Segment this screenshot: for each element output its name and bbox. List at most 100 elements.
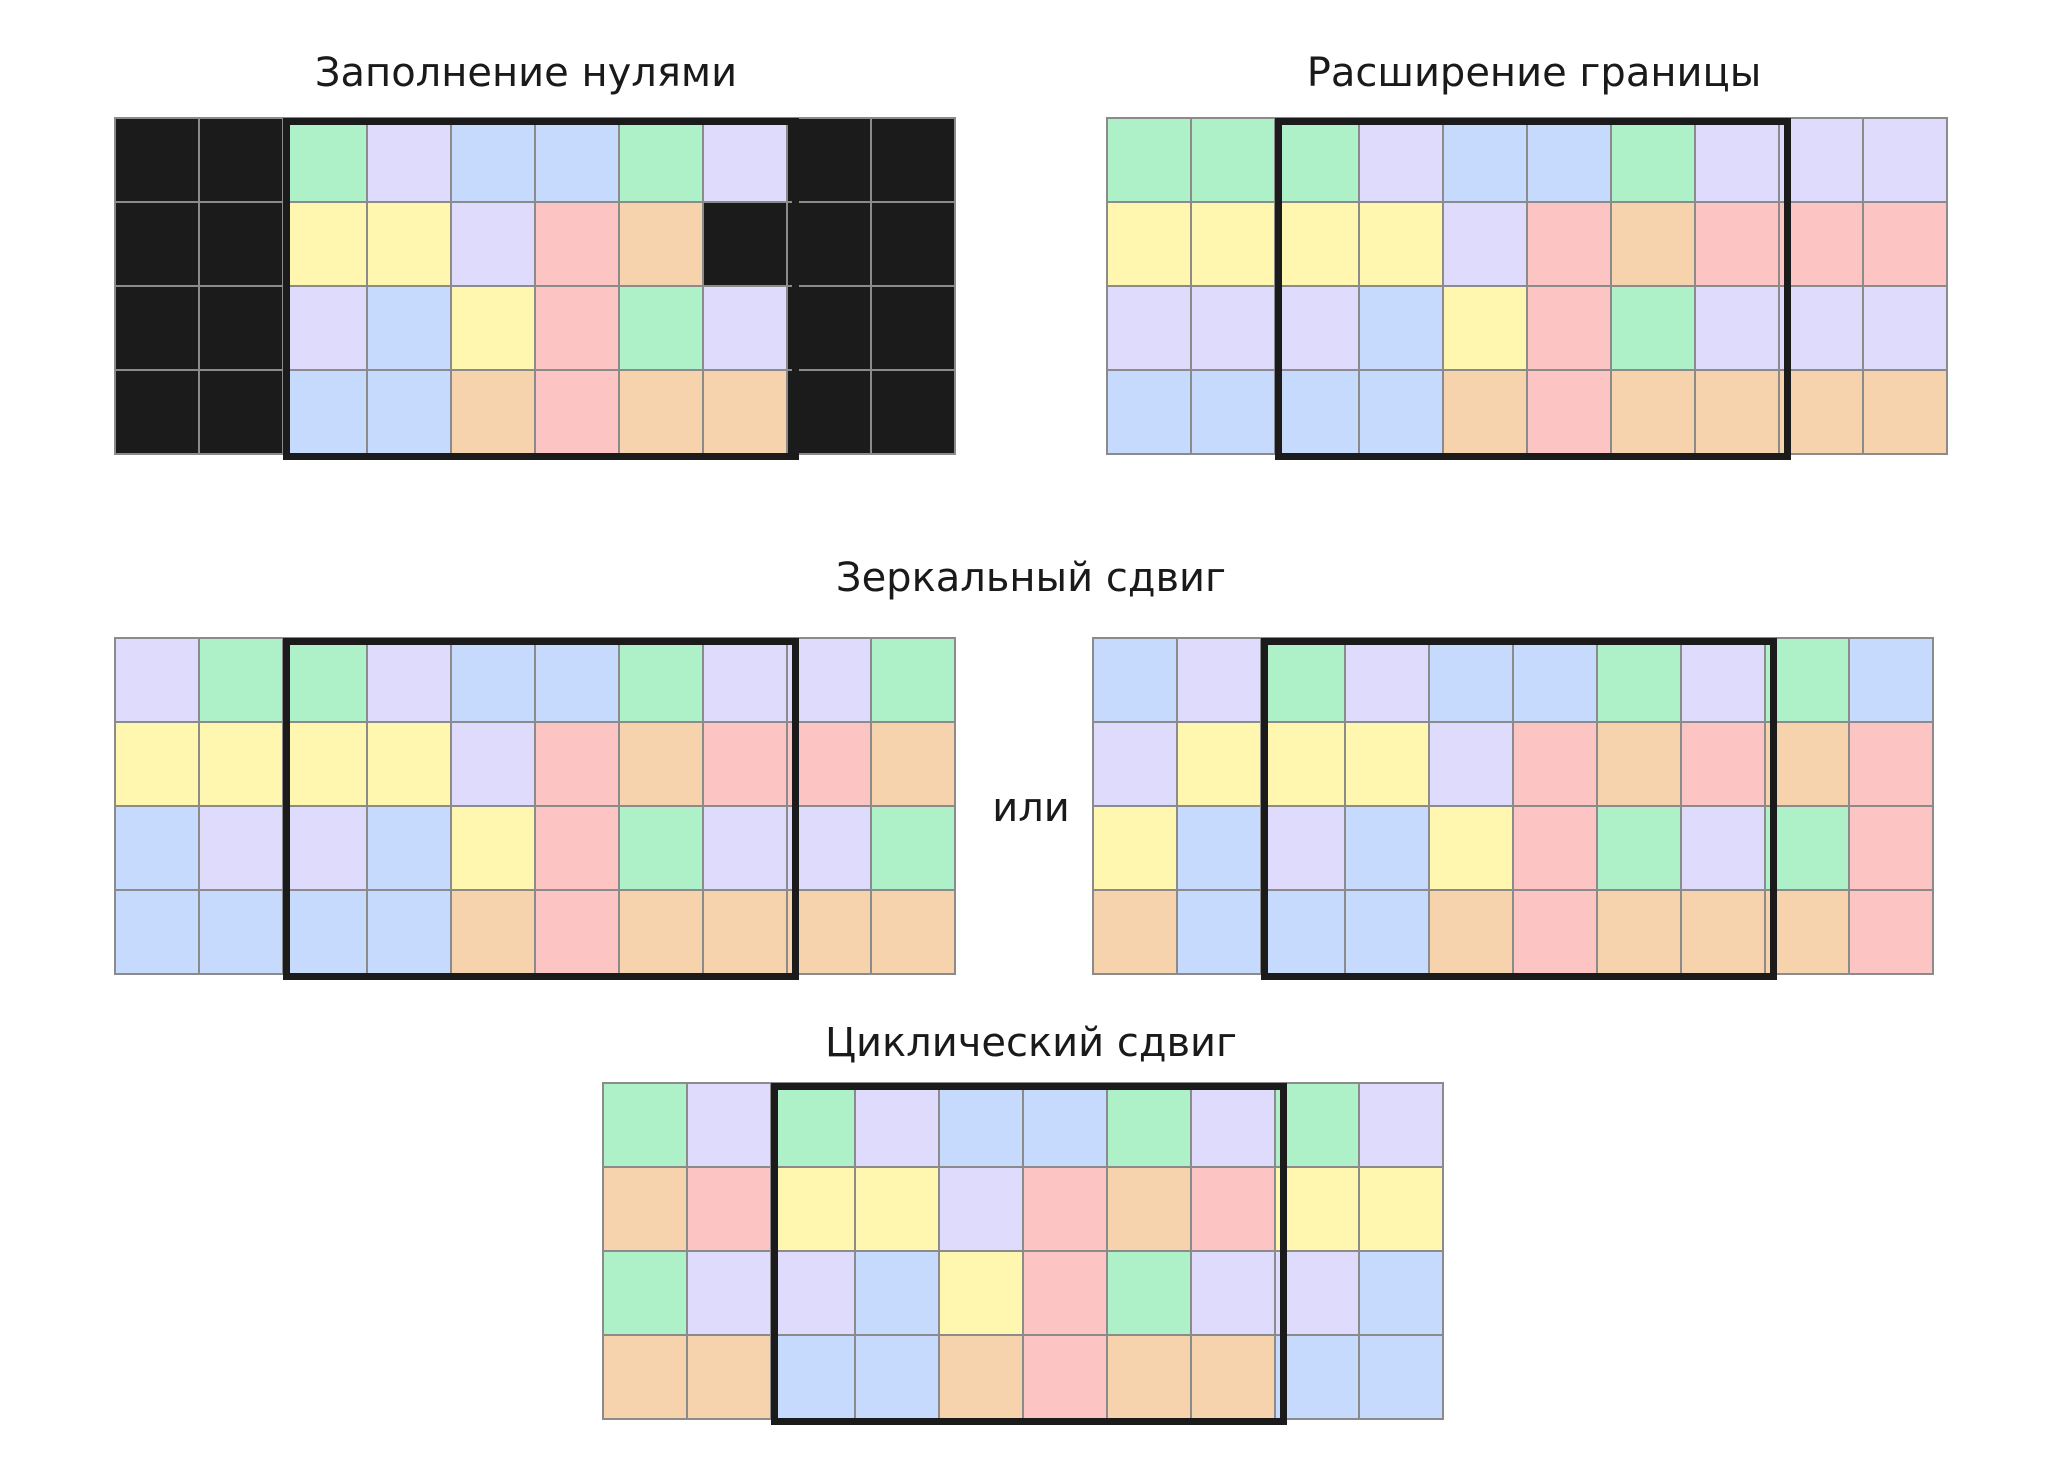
grid-cell xyxy=(1190,117,1276,203)
grid-cell xyxy=(534,637,620,723)
grid-cell xyxy=(770,1166,856,1252)
grid-cell xyxy=(198,369,284,455)
grid-cell xyxy=(114,889,200,975)
grid-cell xyxy=(366,201,452,287)
grid-cell xyxy=(602,1334,688,1420)
grid-cell xyxy=(1260,721,1346,807)
grid-cell xyxy=(702,805,788,891)
grid-cell xyxy=(1848,889,1934,975)
grid-cell xyxy=(198,889,284,975)
grid-cell xyxy=(786,805,872,891)
grid-cell xyxy=(1596,721,1682,807)
grid-cell xyxy=(282,721,368,807)
grid-cell xyxy=(1512,805,1598,891)
grid-cell xyxy=(1022,1082,1108,1168)
grid-cell xyxy=(366,117,452,203)
grid-cell xyxy=(1680,805,1766,891)
grid-cell xyxy=(198,201,284,287)
grid-cell xyxy=(1274,285,1360,371)
grid-cell xyxy=(1778,369,1864,455)
grid-cell xyxy=(786,117,872,203)
grid-cell xyxy=(1428,889,1514,975)
grid-cell xyxy=(282,285,368,371)
grid-cell xyxy=(450,117,536,203)
grid-cell xyxy=(450,805,536,891)
grid-cell xyxy=(282,117,368,203)
grid-cell xyxy=(450,721,536,807)
grid-cell xyxy=(1190,1250,1276,1336)
grid-cell xyxy=(1764,805,1850,891)
grid-cell xyxy=(1106,1166,1192,1252)
grid-cell xyxy=(198,117,284,203)
grid-cell xyxy=(1176,721,1262,807)
grid-cell xyxy=(198,285,284,371)
grid-cell xyxy=(618,637,704,723)
grid-cell xyxy=(1358,117,1444,203)
grid-cell xyxy=(602,1166,688,1252)
grid-cell xyxy=(1260,889,1346,975)
grid-cell xyxy=(686,1334,772,1420)
grid-cell xyxy=(854,1250,940,1336)
grid-cell xyxy=(702,889,788,975)
grid-cell xyxy=(1190,1166,1276,1252)
title-circular-padding: Циклический сдвиг xyxy=(824,1020,1238,1066)
grid-cell xyxy=(1190,369,1276,455)
grid-cell xyxy=(450,369,536,455)
grid-cell xyxy=(702,201,788,287)
grid-cell xyxy=(870,637,956,723)
grid-cell xyxy=(282,637,368,723)
grid-cell xyxy=(114,201,200,287)
grid-cell xyxy=(870,285,956,371)
grid-cell xyxy=(1344,889,1430,975)
grid-cell xyxy=(686,1250,772,1336)
grid-cell xyxy=(770,1082,856,1168)
grid-cell xyxy=(786,721,872,807)
grid-cell xyxy=(1358,201,1444,287)
grid-cell xyxy=(534,285,620,371)
grid-cell xyxy=(1442,201,1528,287)
grid-cell xyxy=(1106,285,1192,371)
grid-cell xyxy=(1190,285,1276,371)
grid-cell xyxy=(686,1166,772,1252)
grid-cell xyxy=(450,285,536,371)
grid-cell xyxy=(938,1250,1024,1336)
grid-cell xyxy=(602,1082,688,1168)
grid-cell xyxy=(770,1250,856,1336)
grid-cell xyxy=(1190,1334,1276,1420)
grid-cell xyxy=(1862,117,1948,203)
grid-cell xyxy=(1848,637,1934,723)
grid-cell xyxy=(1358,1250,1444,1336)
grid-cell xyxy=(1176,637,1262,723)
grid-cell xyxy=(702,285,788,371)
grid-cell xyxy=(854,1082,940,1168)
grid-reflect-padding-1 xyxy=(114,637,956,975)
grid-cell xyxy=(1610,369,1696,455)
grid-cell xyxy=(1526,117,1612,203)
grid-cell xyxy=(870,805,956,891)
grid-cell xyxy=(686,1082,772,1168)
grid-cell xyxy=(1764,637,1850,723)
grid-cell xyxy=(114,369,200,455)
grid-cell xyxy=(1680,637,1766,723)
grid-cell xyxy=(1442,285,1528,371)
grid-cell xyxy=(702,721,788,807)
grid-cell xyxy=(1526,369,1612,455)
grid-cell xyxy=(1358,1082,1444,1168)
grid-cell xyxy=(282,369,368,455)
grid-cell xyxy=(1106,1334,1192,1420)
grid-cell xyxy=(1176,889,1262,975)
grid-cell xyxy=(1428,721,1514,807)
grid-cell xyxy=(1694,201,1780,287)
title-zero-padding: Заполнение нулями xyxy=(314,50,738,96)
grid-cell xyxy=(1274,1082,1360,1168)
grid-cell xyxy=(1862,285,1948,371)
grid-cell xyxy=(1694,117,1780,203)
grid-cell xyxy=(1596,805,1682,891)
grid-cell xyxy=(1260,637,1346,723)
grid-cell xyxy=(1190,201,1276,287)
grid-cell xyxy=(1848,721,1934,807)
grid-cell xyxy=(1694,285,1780,371)
grid-replicate-padding xyxy=(1106,117,1948,455)
grid-cell xyxy=(366,805,452,891)
grid-zero-padding xyxy=(114,117,956,455)
